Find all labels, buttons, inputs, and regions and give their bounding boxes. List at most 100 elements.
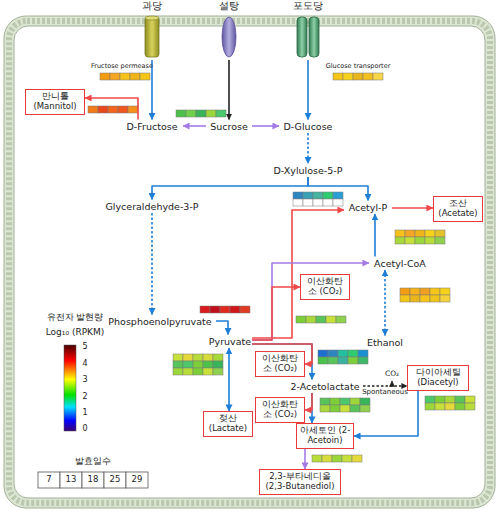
- metabolite-label: D-Fructose: [121, 120, 183, 133]
- heatmap-strips: [88, 73, 475, 462]
- transporter-cap: [145, 16, 159, 20]
- node-text: D-Xylulose-5-P: [265, 165, 351, 176]
- pathway-arrow: [252, 287, 300, 340]
- heat-cell: [210, 306, 220, 313]
- metabolite-label: D-Xylulose-5-P: [265, 164, 351, 177]
- heat-cell: [316, 316, 326, 323]
- heat-cell: [455, 403, 465, 410]
- heat-cell: [348, 357, 358, 364]
- heat-cell: [440, 295, 450, 302]
- text-label: 유전자 발현량: [47, 313, 104, 323]
- heat-cell: [363, 73, 373, 80]
- node-text: Acetyl-CoA: [369, 258, 431, 269]
- heat-cell: [435, 396, 445, 403]
- pathway-arrow: [151, 213, 153, 315]
- table-cell: [82, 472, 104, 488]
- heat-cell: [395, 237, 405, 244]
- metabolite-label: Ethanol: [363, 336, 407, 349]
- metabolite-label: Acetyl-P: [344, 201, 392, 214]
- heat-cell: [425, 396, 435, 403]
- product-box: 아세토인 (2-Acetoin): [296, 423, 354, 449]
- heat-cell: [326, 316, 336, 323]
- heat-cell: [203, 368, 213, 375]
- product-box: 2,3-부타네디올 (2,3-Butanediol): [259, 469, 341, 495]
- heat-cell: [203, 354, 213, 361]
- heat-cell: [336, 316, 346, 323]
- pathway-arrow: [216, 321, 228, 335]
- pathway-arrow: [152, 177, 308, 200]
- heat-cell: [88, 106, 98, 113]
- metabolite-label: Acetyl-CoA: [369, 257, 431, 270]
- pathway-arrow: [363, 385, 407, 387]
- node-text: 아세토인 (2-Acetoin): [299, 426, 351, 446]
- heat-cell: [435, 230, 445, 237]
- color-scale-bar: [64, 345, 76, 431]
- node-text: Pyruvate: [208, 336, 252, 347]
- text-label: 2: [82, 393, 87, 402]
- node-text: 조산 (Acetate): [436, 199, 480, 219]
- node-text: 설탕: [209, 0, 249, 11]
- node-text: 다이아세틸 (Diacetyl): [410, 368, 466, 388]
- pathway-arrow: [392, 207, 433, 209]
- heat-cell: [333, 73, 343, 80]
- cell-membrane-inner: [14, 26, 485, 498]
- heat-cell: [206, 110, 216, 117]
- transporter-symbol: [132, 15, 172, 59]
- pathway-arrow: [307, 133, 309, 164]
- transporter-symbol: [209, 15, 249, 59]
- heat-cell: [425, 403, 435, 410]
- heat-cell: [293, 192, 303, 199]
- heat-cell: [213, 354, 223, 361]
- heat-cell: [342, 455, 352, 462]
- heat-cell: [193, 354, 203, 361]
- text-label: Glucose transporter: [326, 63, 391, 70]
- transporter-body: [145, 17, 159, 57]
- node-text: 포도당: [288, 0, 328, 11]
- text-label: 0: [82, 425, 87, 434]
- heat-cell: [465, 403, 475, 410]
- product-box: 이산화탄소 (CO₂): [300, 274, 350, 300]
- heat-cell: [200, 306, 210, 313]
- heat-cell: [312, 455, 322, 462]
- heat-cell: [340, 405, 350, 412]
- product-box: 조산 (Acetate): [433, 196, 483, 222]
- heat-cell: [333, 192, 343, 199]
- table-cell: [104, 472, 126, 488]
- heat-cell: [358, 357, 368, 364]
- heat-cell: [338, 350, 348, 357]
- heat-cell: [435, 237, 445, 244]
- node-text: 2-Acetolactate: [287, 381, 363, 392]
- heat-cell: [332, 455, 342, 462]
- heat-cell: [353, 73, 363, 80]
- heat-cell: [203, 361, 213, 368]
- heat-cell: [173, 361, 183, 368]
- heat-cell: [425, 230, 435, 237]
- text-label: Log₁₀ (RPKM): [46, 328, 105, 338]
- heat-cell: [420, 288, 430, 295]
- heat-cell: [410, 295, 420, 302]
- node-text: D-Glucose: [279, 121, 337, 132]
- heat-cell: [306, 316, 316, 323]
- heat-cell: [213, 361, 223, 368]
- heat-cell: [108, 106, 118, 113]
- table-cell: [60, 472, 82, 488]
- node-text: Phosphoenolpyruvate: [104, 316, 216, 327]
- heat-cell: [395, 230, 405, 237]
- metabolite-label: D-Glucose: [279, 120, 337, 133]
- pathway-arrow: [308, 177, 368, 201]
- node-text: 이산화탄소 (CO₂): [258, 354, 302, 374]
- heat-cell: [328, 350, 338, 357]
- cell-membrane-pattern: [9, 21, 490, 503]
- heat-cell: [333, 199, 343, 206]
- heat-cell: [323, 192, 333, 199]
- heat-cell: [350, 405, 360, 412]
- heat-cell: [323, 199, 333, 206]
- heat-cell: [320, 398, 330, 405]
- heat-cell: [330, 398, 340, 405]
- heat-cell: [360, 405, 370, 412]
- heat-cell: [343, 73, 353, 80]
- heat-cell: [415, 230, 425, 237]
- edge-label: Spontaneous: [362, 389, 408, 397]
- heat-cell: [320, 405, 330, 412]
- metabolite-label: Glyceraldehyde-3-P: [97, 200, 207, 213]
